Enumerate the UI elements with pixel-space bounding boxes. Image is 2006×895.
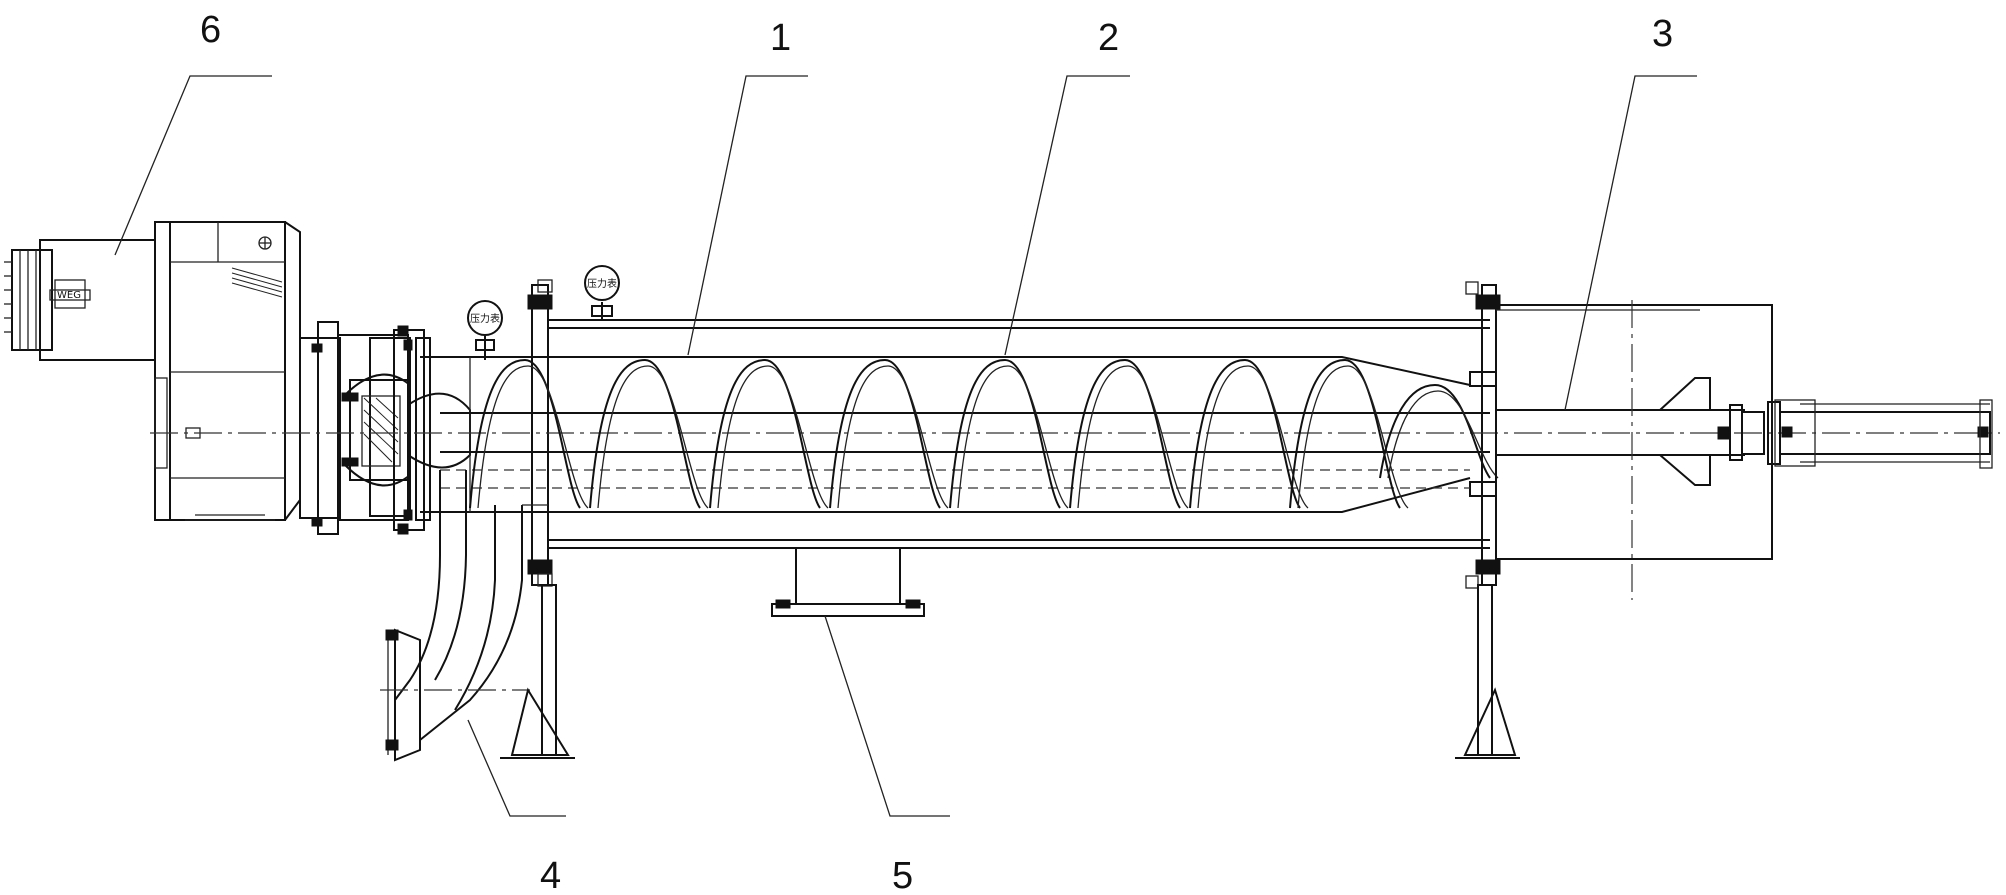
screw-flight — [1289, 358, 1401, 509]
screw-flight — [949, 358, 1061, 509]
housing — [420, 279, 1501, 589]
drive-motor: WEG — [4, 239, 156, 361]
screw-flights — [469, 358, 1499, 509]
callout-1: 1 — [770, 17, 791, 59]
pressure-gauge-left: 压力表 — [467, 300, 503, 360]
screw-flight — [1069, 358, 1181, 509]
screw-flight-edge — [837, 365, 949, 509]
motor-nameplate: WEG — [57, 290, 81, 301]
support-legs — [500, 584, 1520, 759]
discharge-assembly — [1495, 300, 1993, 600]
screw-flight-edge — [1197, 365, 1309, 509]
screw-flight-edge — [1387, 390, 1499, 479]
screw-flight-edge — [1297, 365, 1409, 509]
drain-outlet — [771, 547, 925, 617]
gearbox — [154, 221, 301, 521]
screw-flight-edge — [957, 365, 1069, 509]
screw-flight-edge — [717, 365, 829, 509]
screw-flight — [469, 358, 581, 509]
screw-flight-edge — [1077, 365, 1189, 509]
inlet-pipe — [380, 470, 548, 762]
gauge-label-left: 压力表 — [470, 312, 500, 325]
screw-flight — [829, 358, 941, 509]
screw-shaft — [150, 412, 2000, 489]
screw-flight — [709, 358, 821, 509]
screw-flight-edge — [477, 365, 589, 509]
screw-flight — [1379, 383, 1491, 479]
callout-6: 6 — [200, 9, 221, 51]
callout-2: 2 — [1098, 17, 1119, 59]
callout-3: 3 — [1652, 13, 1673, 55]
screw-flight — [1189, 358, 1301, 509]
callout-4: 4 — [540, 855, 561, 895]
screw-flight-edge — [597, 365, 709, 509]
leader-lines — [114, 75, 1697, 817]
gauge-label-right: 压力表 — [587, 277, 617, 290]
coupling-flange — [299, 321, 471, 535]
screw-flight — [589, 358, 701, 509]
callout-5: 5 — [892, 855, 913, 895]
pressure-gauge-right: 压力表 — [584, 265, 620, 320]
